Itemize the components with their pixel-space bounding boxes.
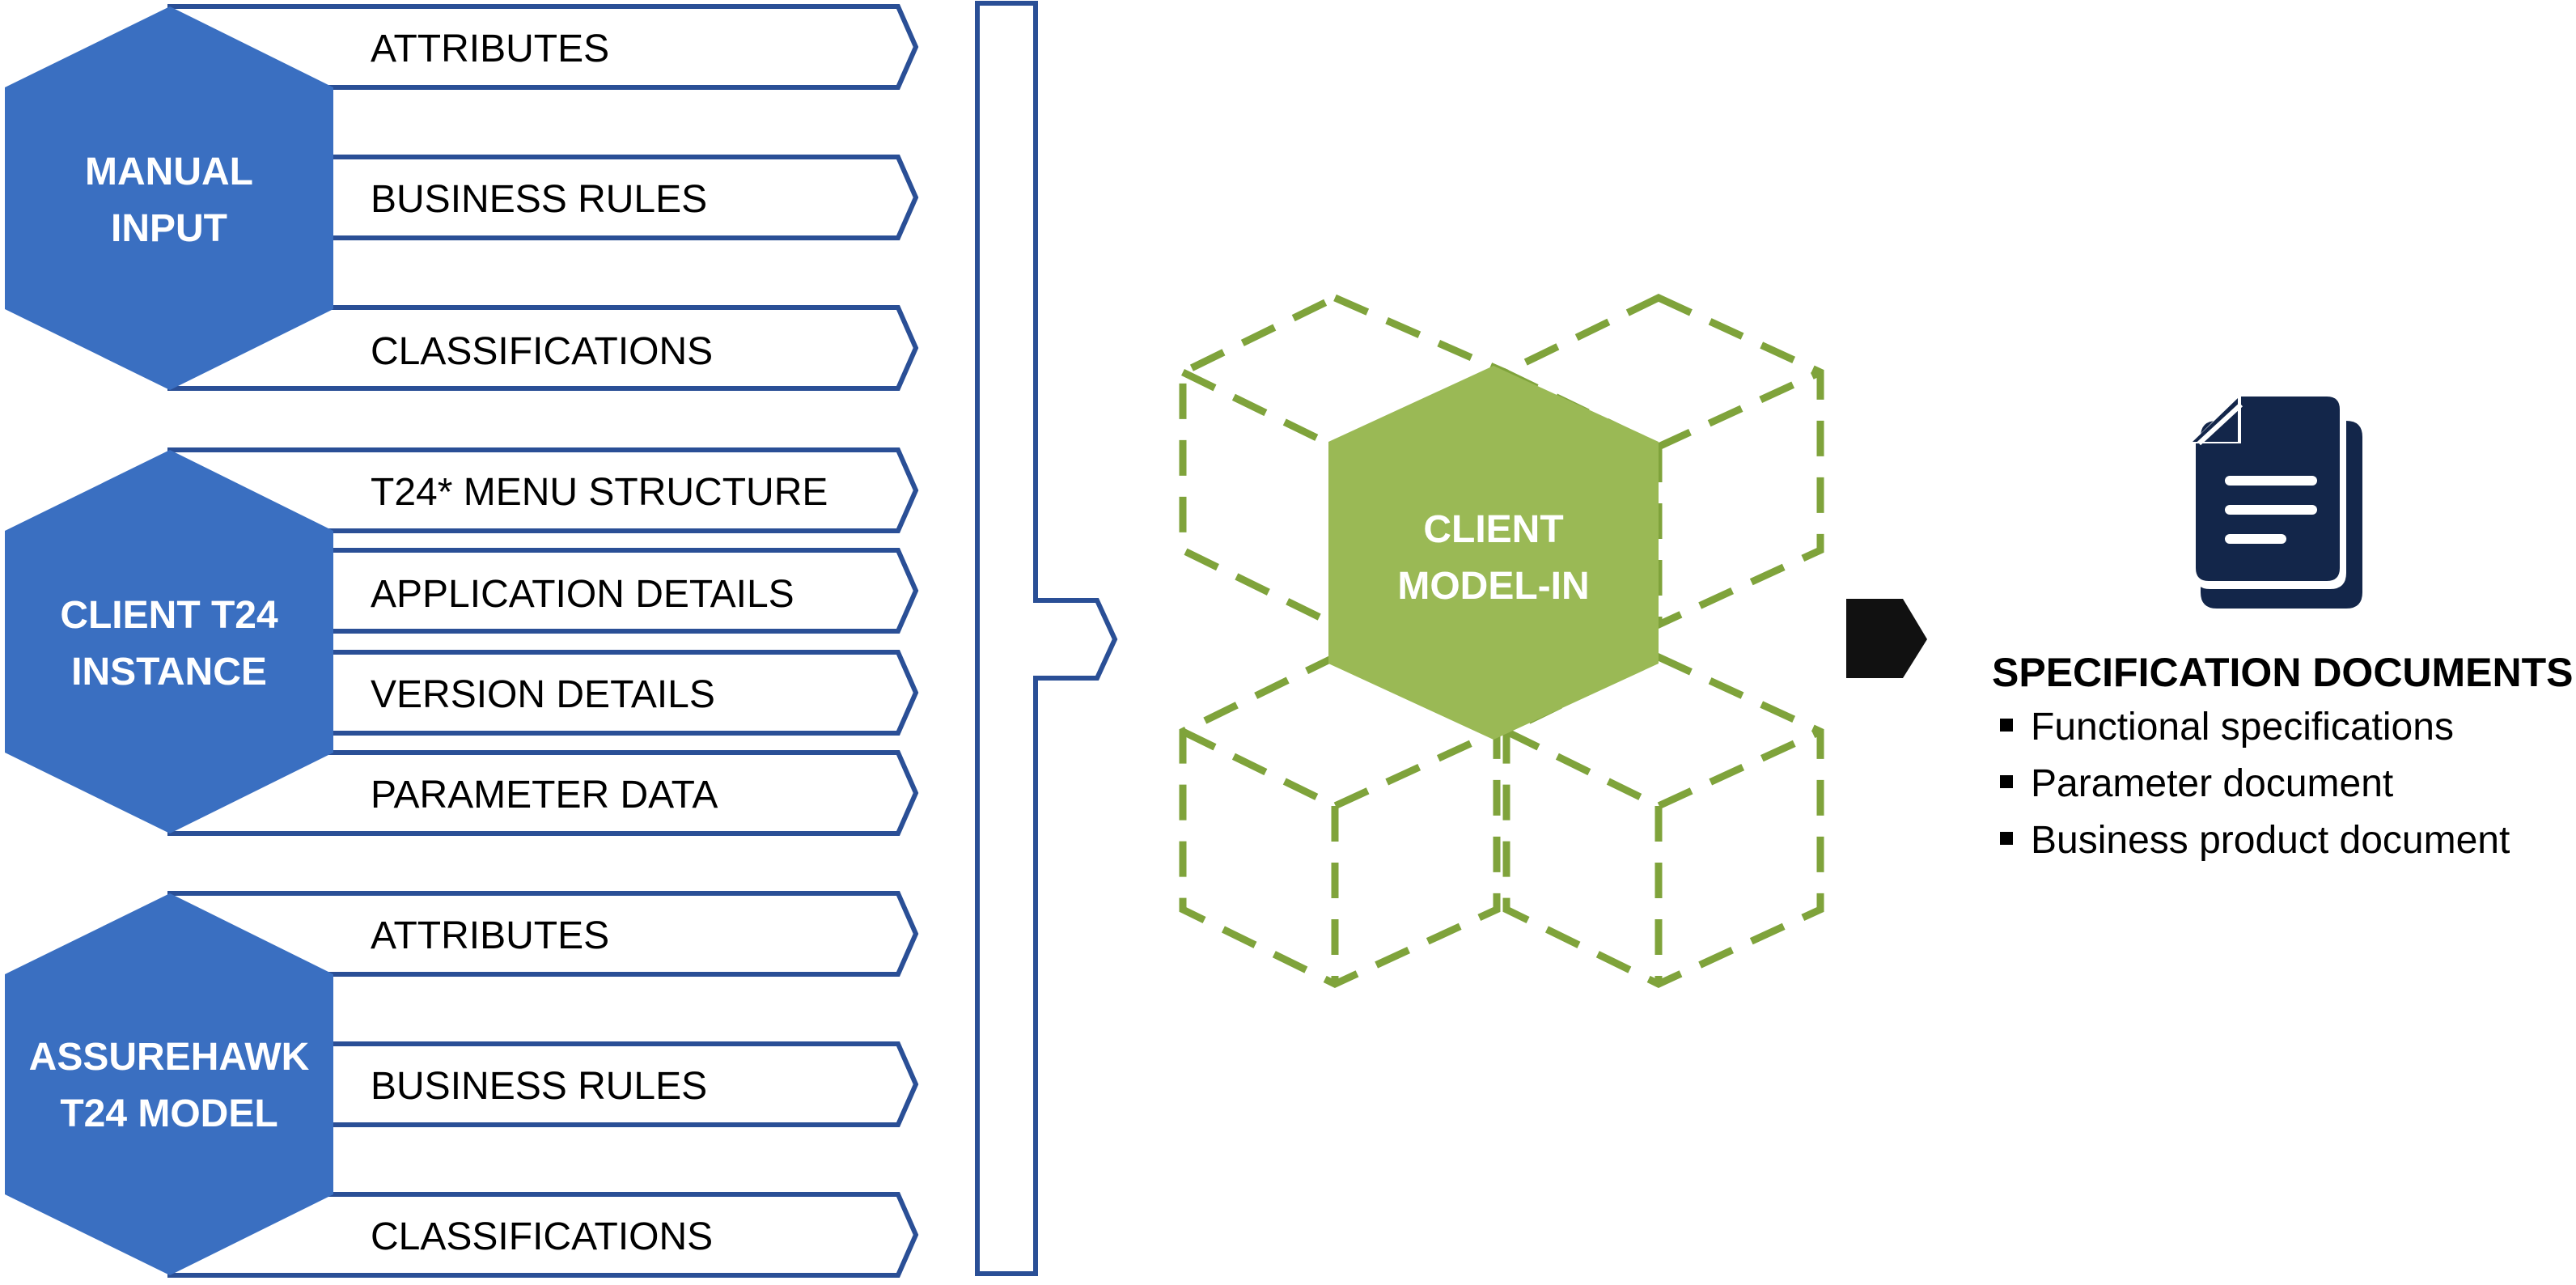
spec-list-item: Business product document bbox=[2000, 819, 2510, 862]
input-arrow-business-rules: BUSINESS RULES bbox=[321, 1041, 919, 1127]
center-title-line-1: CLIENT bbox=[1423, 508, 1563, 551]
source-hexagon-assurehawk-t24-model: ASSUREHAWK T24 MODEL bbox=[5, 893, 333, 1275]
bullet-square-icon bbox=[2000, 832, 2013, 845]
source-hexagon-client-t24-instance: CLIENT T24 INSTANCE bbox=[5, 450, 333, 833]
input-label-parameter-data: PARAMETER DATA bbox=[371, 774, 718, 816]
input-arrow-application-details: APPLICATION DETAILS bbox=[321, 548, 919, 634]
input-arrow-version-details: VERSION DETAILS bbox=[321, 650, 919, 736]
output-arrow bbox=[1846, 599, 1927, 678]
input-arrow-business-rules: BUSINESS RULES bbox=[321, 155, 919, 240]
source-title-line-2: INSTANCE bbox=[71, 651, 267, 693]
input-arrow-attributes: ATTRIBUTES bbox=[167, 4, 919, 90]
input-arrow-classifications: CLASSIFICATIONS bbox=[167, 1192, 919, 1278]
bullet-square-icon bbox=[2000, 775, 2013, 788]
input-arrow-classifications: CLASSIFICATIONS bbox=[167, 305, 919, 391]
document-icon bbox=[2193, 397, 2362, 609]
spec-item-label: Parameter document bbox=[2031, 762, 2393, 805]
spec-list-item: Functional specifications bbox=[2000, 706, 2454, 749]
center-title-line-2: MODEL-IN bbox=[1397, 565, 1589, 608]
input-label-business-rules: BUSINESS RULES bbox=[371, 178, 707, 221]
input-arrow-parameter-data: PARAMETER DATA bbox=[167, 750, 919, 836]
source-title-line-2: T24 MODEL bbox=[60, 1092, 278, 1135]
source-title-line-2: INPUT bbox=[111, 207, 227, 250]
input-label-classifications: CLASSIFICATIONS bbox=[371, 1215, 713, 1258]
spec-item-label: Business product document bbox=[2031, 819, 2510, 862]
source-title-line-1: CLIENT T24 bbox=[60, 594, 278, 637]
source-group-manual-input: ATTRIBUTES BUSINESS RULES CLASSIFICATION… bbox=[5, 4, 919, 391]
spec-item-label: Functional specifications bbox=[2031, 706, 2454, 749]
merge-bracket bbox=[975, 1, 1118, 1276]
bullet-square-icon bbox=[2000, 719, 2013, 732]
input-label-version-details: VERSION DETAILS bbox=[371, 673, 715, 716]
source-hexagon-manual-input: MANUAL INPUT bbox=[5, 6, 333, 390]
input-label-classifications: CLASSIFICATIONS bbox=[371, 330, 713, 373]
input-label-business-rules: BUSINESS RULES bbox=[371, 1065, 707, 1108]
input-label-attributes: ATTRIBUTES bbox=[371, 914, 609, 957]
source-title-line-1: MANUAL bbox=[85, 151, 253, 193]
source-title-line-1: ASSUREHAWK bbox=[29, 1036, 310, 1079]
center-hexagon-client-model-in: CLIENT MODEL-IN bbox=[1328, 366, 1659, 740]
spec-list-item: Parameter document bbox=[2000, 762, 2393, 805]
source-group-assurehawk-t24-model: ATTRIBUTES BUSINESS RULES CLASSIFICATION… bbox=[5, 891, 919, 1278]
source-group-client-t24-instance: T24* MENU STRUCTURE APPLICATION DETAILS … bbox=[5, 447, 919, 836]
client-model-cluster: CLIENT MODEL-IN bbox=[1179, 294, 1824, 988]
input-label-attributes: ATTRIBUTES bbox=[371, 28, 609, 70]
spec-documents: SPECIFICATION DOCUMENTS Functional speci… bbox=[1992, 650, 2574, 862]
input-label-t24-menu-structure: T24* MENU STRUCTURE bbox=[371, 471, 828, 514]
spec-title: SPECIFICATION DOCUMENTS bbox=[1992, 650, 2574, 695]
input-label-application-details: APPLICATION DETAILS bbox=[371, 573, 794, 616]
